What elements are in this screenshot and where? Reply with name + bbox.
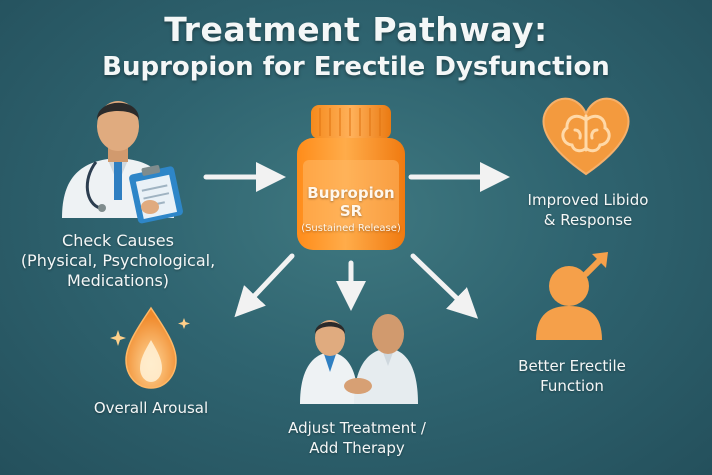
libido-line-2: & Response — [543, 211, 633, 229]
title-line-1: Treatment Pathway: — [164, 10, 548, 49]
adjust-line-1: Adjust Treatment / — [288, 419, 426, 437]
libido-line-1: Improved Libido — [527, 191, 649, 209]
arrow-to-arousal — [234, 253, 295, 318]
erectile-line-2: Function — [540, 377, 604, 395]
check-causes-line-2: (Physical, Psychological, — [20, 251, 216, 270]
libido-label: Improved Libido & Response — [506, 190, 670, 230]
adjust-line-2: Add Therapy — [309, 439, 405, 457]
arousal-line-1: Overall Arousal — [93, 399, 209, 417]
arrow-to-erectile — [410, 253, 479, 319]
bottle-label-name: Bupropion SR — [307, 184, 395, 220]
title-line-2: Bupropion for Erectile Dysfunction — [102, 52, 610, 82]
bottle-label-sub: (Sustained Release) — [301, 223, 401, 234]
erectile-line-1: Better Erectile — [518, 357, 626, 375]
arousal-label: Overall Arousal — [66, 398, 236, 418]
check-causes-line-3: Medications) — [66, 271, 170, 290]
center-node-label: Bupropion SR (Sustained Release) — [297, 184, 405, 238]
adjust-label: Adjust Treatment / Add Therapy — [262, 418, 452, 458]
erectile-label: Better Erectile Function — [490, 356, 654, 396]
check-causes-line-1: Check Causes — [62, 231, 174, 250]
check-causes-label: Check Causes (Physical, Psychological, M… — [0, 231, 236, 291]
